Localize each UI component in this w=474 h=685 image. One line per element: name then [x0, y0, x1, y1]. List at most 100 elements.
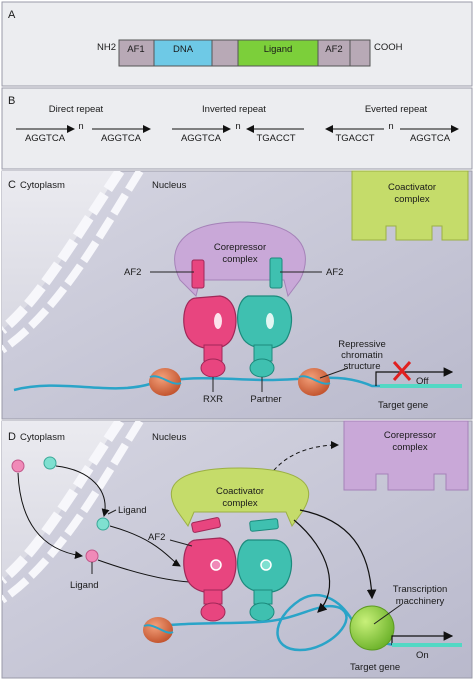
direct-repeat: Direct repeat AGGTCA n AGGTCA [16, 104, 151, 144]
partner-af2-helix-c [269, 257, 283, 289]
partner-hinge-d [253, 589, 273, 605]
coactivator-complex-c: Coactivator complex [351, 170, 469, 241]
nucleus-label-c: Nucleus [152, 180, 187, 191]
nucleus-label-d: Nucleus [152, 432, 187, 443]
panel-b-frame [1, 87, 473, 170]
repressive-label-2: chromatin [341, 350, 383, 361]
corepressor-label-c-1: Corepressor [214, 242, 266, 253]
domain-af2-label: AF2 [325, 44, 342, 55]
direct-n: n [78, 121, 83, 132]
nuclear-envelope-outer-c [2, 171, 125, 334]
ligand-teal-free [43, 456, 57, 470]
ligand-pink-free [11, 459, 25, 473]
af2-right-label-c: AF2 [326, 267, 343, 278]
transcription-label-2: macchinery [396, 596, 445, 607]
direct-repeat-title: Direct repeat [49, 104, 104, 115]
on-label: On [416, 650, 429, 661]
everted-n: n [388, 121, 393, 132]
target-gene-segment-d [392, 643, 462, 647]
inverted-repeat-title: Inverted repeat [202, 104, 266, 115]
transcription-arrow-off [375, 367, 454, 386]
panel-c-letter: C [8, 179, 16, 191]
repressive-pointer [319, 367, 349, 379]
ligand-teal-bound [96, 517, 110, 531]
ligand-top-pointer [107, 509, 117, 515]
rxr-lbd-c [183, 295, 237, 350]
cytoplasm-label-d: Cytoplasm [20, 432, 65, 443]
everted-right-seq: AGGTCA [410, 133, 451, 144]
rxr-pocket-c [214, 313, 222, 329]
partner-pocket-c [266, 313, 274, 329]
panel-a-letter: A [8, 9, 16, 21]
target-gene-label-c: Target gene [378, 400, 428, 411]
partner-receptor-d [237, 518, 293, 622]
transcription-pointer [373, 603, 403, 625]
rxr-dbd-d [200, 602, 226, 622]
partner-receptor-c [237, 257, 293, 378]
rxr-af2-helix-c [191, 259, 205, 289]
x-mark-icon [392, 361, 412, 381]
nucleosome-d [143, 617, 174, 643]
nucleosome-left-c [149, 368, 182, 396]
coactivator-to-machinery-arrow [299, 509, 377, 600]
cooh-label: COOH [374, 42, 403, 53]
inverted-left-seq: AGGTCA [181, 133, 222, 144]
off-label: Off [416, 376, 429, 387]
domain-af2 [317, 39, 351, 67]
corepressor-complex-d: Corepressor complex [343, 420, 469, 491]
rxr-label: RXR [203, 394, 223, 405]
coactivator-label-c-1: Coactivator [388, 182, 436, 193]
corepressor-label-d-2: complex [392, 442, 428, 453]
partner-lbd-c [237, 295, 293, 350]
coactivator-label-d-2: complex [222, 498, 258, 509]
domain-dna-label: DNA [173, 44, 194, 55]
nuclear-envelope-inner-d [2, 421, 144, 604]
af2-pointer-d [169, 539, 193, 547]
rxr-hinge-d [203, 589, 223, 605]
domain-bar: AF1 DNA Ligand AF2 [118, 39, 371, 67]
coactivator-to-chromatin-arrow [293, 519, 331, 613]
partner-af2-helix-d [249, 518, 279, 532]
everted-repeat-title: Everted repeat [365, 104, 428, 115]
nucleosome-right-c [298, 368, 331, 396]
target-gene-segment-c [380, 384, 462, 388]
partner-bound-ligand-d [260, 559, 272, 571]
panel-b: B Direct repeat AGGTCA n AGGTCA Inverted… [1, 87, 473, 170]
repressive-label-3: structure [344, 361, 381, 372]
transcription-machinery [349, 605, 395, 651]
teal-ligand-path-1 [55, 465, 110, 517]
everted-left-seq: TGACCT [335, 133, 374, 144]
transcription-label-1: Transcription [393, 584, 448, 595]
af2-label-d: AF2 [148, 532, 165, 543]
corepressor-label-c-2: complex [222, 254, 258, 265]
rxr-dbd-c [200, 358, 226, 378]
inverted-n: n [235, 121, 240, 132]
coactivator-label-d-1: Coactivator [216, 486, 264, 497]
coactivator-label-c-2: complex [394, 194, 430, 205]
teal-ligand-path-2 [109, 525, 181, 567]
cytoplasm-label-c: Cytoplasm [20, 180, 65, 191]
rxr-receptor-c [183, 259, 237, 378]
transcription-arrow-on [391, 631, 454, 645]
inverted-right-seq: TGACCT [256, 133, 295, 144]
target-gene-label-d: Target gene [350, 662, 400, 673]
ligand-label-top: Ligand [118, 505, 147, 516]
ligand-label-bottom: Ligand [70, 580, 99, 591]
inverted-repeat: Inverted repeat AGGTCA n TGACCT [172, 104, 304, 144]
coactivator-complex-d: Coactivator complex [170, 467, 310, 528]
everted-repeat: Everted repeat TGACCT n AGGTCA [325, 104, 459, 144]
partner-dbd-d [249, 602, 275, 622]
rxr-bound-ligand-d [210, 559, 222, 571]
nuclear-envelope-inner-c [2, 171, 144, 354]
rxr-receptor-d [183, 517, 237, 622]
panel-b-letter: B [8, 95, 15, 107]
panel-c: C Cytoplasm Nucleus Coactivator complex … [1, 170, 473, 420]
nuclear-envelope-outer-d [2, 421, 125, 584]
partner-label: Partner [250, 394, 281, 405]
domain-hinge [211, 39, 239, 67]
panel-d-letter: D [8, 431, 16, 443]
direct-right-seq: AGGTCA [101, 133, 142, 144]
pink-ligand-path-1 [17, 472, 83, 559]
partner-dbd-c [249, 358, 275, 378]
